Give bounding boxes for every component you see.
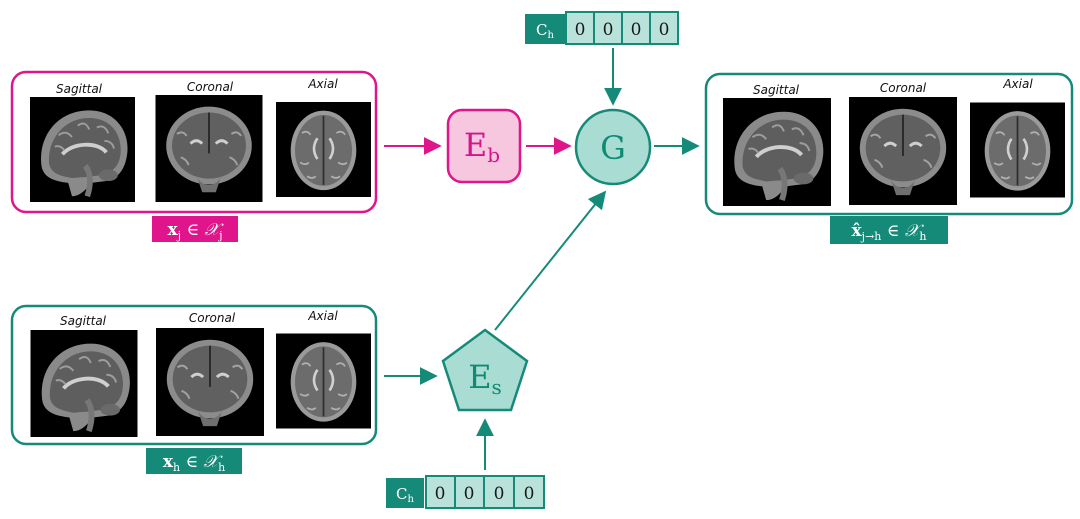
source-domain-label: xj ∈ 𝒳j <box>152 216 238 242</box>
top-code-digit: 0 <box>659 20 670 40</box>
brain-sagittal-icon <box>31 330 138 437</box>
generator-node: G <box>574 108 652 186</box>
style-panel: Sagittal Coronal Axial <box>10 304 378 446</box>
brain-axial-icon <box>276 100 371 199</box>
output-view-label-axial: Axial <box>1002 77 1033 91</box>
brain-axial-icon <box>276 331 371 431</box>
svg-text:G: G <box>600 129 626 167</box>
style-view-label-sagittal: Sagittal <box>60 314 107 328</box>
style-encoder-node: Es <box>441 328 529 412</box>
top-code-digit: 0 <box>603 20 614 40</box>
arrow-style-encoder-to-generator <box>494 190 607 331</box>
source-view-label-sagittal: Sagittal <box>56 82 103 96</box>
source-view-label-axial: Axial <box>307 77 338 91</box>
svg-text:Ch: Ch <box>536 21 554 41</box>
svg-text:Eb: Eb <box>464 126 500 167</box>
svg-text:Ch: Ch <box>396 485 414 505</box>
output-panel: Sagittal Coronal Axial <box>704 72 1074 216</box>
source-panel: Sagittal Coronal Axial <box>10 70 378 214</box>
top-domain-code: Ch 0 0 0 0 <box>525 11 679 45</box>
style-view-label-coronal: Coronal <box>189 311 236 325</box>
source-view-label-coronal: Coronal <box>187 80 234 94</box>
svg-text:Es: Es <box>468 358 502 399</box>
bottom-code-digit: 0 <box>494 484 505 504</box>
svg-text:xj ∈ 𝒳j: xj ∈ 𝒳j <box>167 220 224 242</box>
output-domain-label: x̂j→h ∈ 𝒳h <box>830 216 948 244</box>
style-view-label-axial: Axial <box>307 309 338 323</box>
bottom-code-digit: 0 <box>435 484 446 504</box>
bottom-domain-code: Ch 0 0 0 0 <box>386 475 545 509</box>
top-code-digit: 0 <box>631 20 642 40</box>
output-view-label-sagittal: Sagittal <box>753 83 800 97</box>
top-code-digit: 0 <box>575 20 586 40</box>
brain-sagittal-icon <box>723 98 831 206</box>
brain-axial-icon <box>970 100 1065 200</box>
brain-coronal-icon <box>156 328 264 436</box>
bottom-code-digit: 0 <box>524 484 535 504</box>
bottom-code-digit: 0 <box>464 484 475 504</box>
svg-text:x̂j→h ∈ 𝒳h: x̂j→h ∈ 𝒳h <box>852 221 927 243</box>
content-encoder-node: Eb <box>446 108 522 184</box>
brain-coronal-icon <box>155 95 263 202</box>
output-view-label-coronal: Coronal <box>880 81 927 95</box>
style-domain-label: xh ∈ 𝒳h <box>146 448 242 474</box>
svg-text:xh ∈ 𝒳h: xh ∈ 𝒳h <box>163 452 225 474</box>
brain-sagittal-icon <box>30 97 135 202</box>
brain-coronal-icon <box>849 96 957 206</box>
